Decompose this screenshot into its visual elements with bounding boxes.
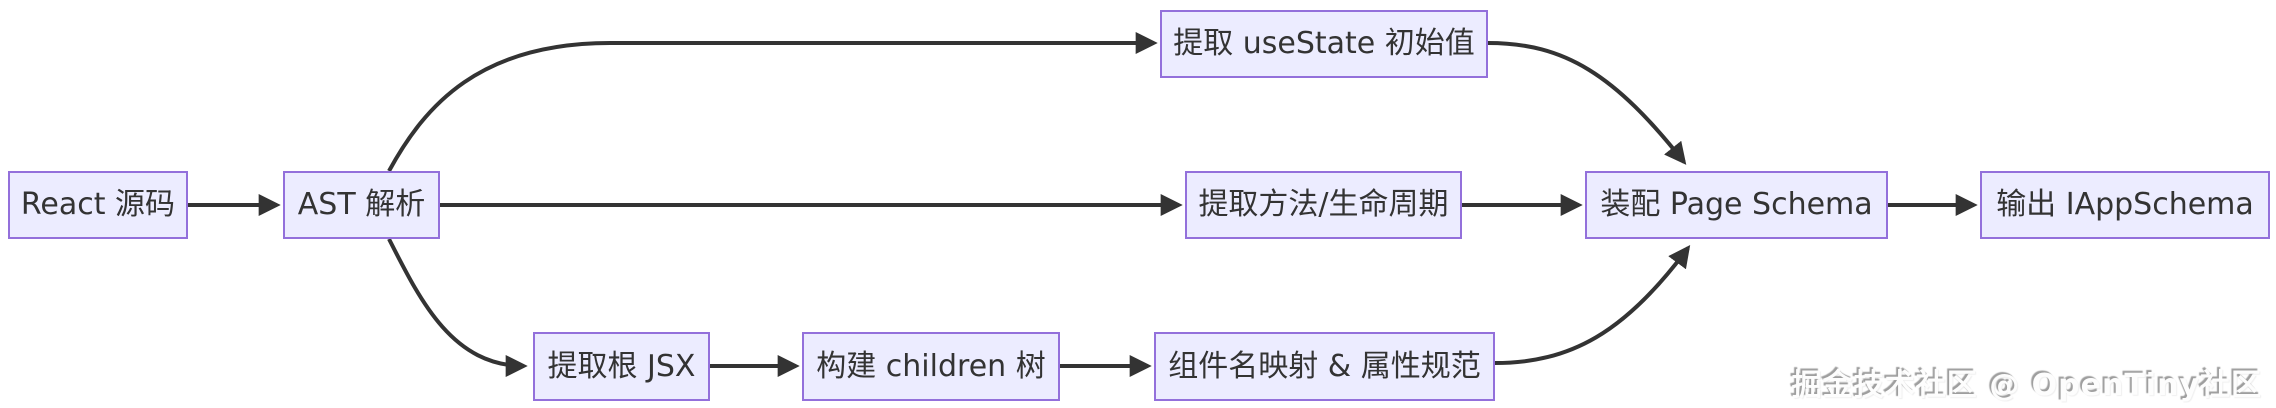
node-build-children-tree: 构建 children 树 [802, 332, 1060, 401]
node-extract-usestate-initial: 提取 useState 初始值 [1160, 10, 1488, 78]
edge-extract-usestate-to-assemble-schema [1487, 41, 1687, 165]
edge-ast-parse-to-extract-usestate [387, 32, 1158, 172]
node-component-name-mapping: 组件名映射 & 属性规范 [1154, 332, 1495, 401]
watermark-text: 掘金技术社区 @ OpenTiny社区 [1791, 368, 2262, 403]
node-react-source: React 源码 [8, 171, 188, 239]
node-assemble-page-schema: 装配 Page Schema [1585, 171, 1888, 239]
node-extract-root-jsx: 提取根 JSX [533, 332, 710, 401]
node-extract-methods-lifecycle: 提取方法/生命周期 [1185, 171, 1462, 239]
node-output-iappschema: 输出 IAppSchema [1980, 171, 2270, 239]
edge-component-mapping-to-assemble-schema [1494, 245, 1691, 365]
edge-ast-parse-to-extract-root-jsx [387, 238, 528, 377]
node-ast-parse: AST 解析 [283, 171, 440, 239]
